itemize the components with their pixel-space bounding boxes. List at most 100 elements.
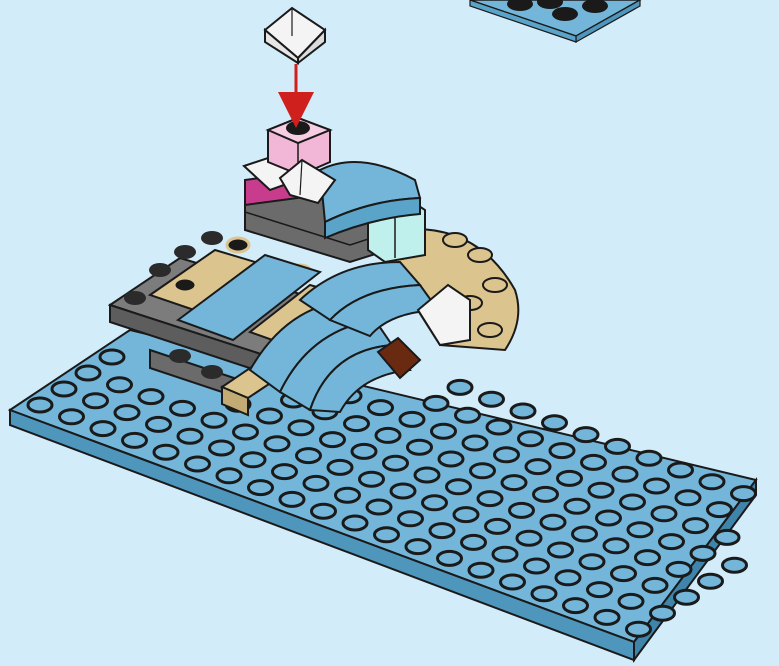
baseplate-stud bbox=[517, 531, 541, 545]
baseplate-stud bbox=[249, 481, 273, 495]
baseplate-stud bbox=[60, 410, 84, 424]
baseplate-stud bbox=[627, 622, 651, 636]
baseplate-stud bbox=[487, 420, 511, 434]
baseplate-stud bbox=[304, 476, 328, 490]
baseplate-stud bbox=[469, 563, 493, 577]
baseplate-stud bbox=[391, 484, 415, 498]
baseplate-stud bbox=[543, 416, 567, 430]
baseplate-stud bbox=[525, 559, 549, 573]
baseplate-stud bbox=[360, 472, 384, 486]
baseplate-stud bbox=[636, 551, 660, 565]
baseplate-stud bbox=[115, 406, 139, 420]
baseplate-stud bbox=[595, 610, 619, 624]
baseplate-stud bbox=[139, 390, 163, 404]
baseplate-stud bbox=[628, 523, 652, 537]
baseplate-stud bbox=[669, 463, 693, 477]
baseplate-stud bbox=[454, 508, 478, 522]
baseplate-stud bbox=[684, 519, 708, 533]
baseplate-stud bbox=[589, 483, 613, 497]
baseplate-stud bbox=[732, 487, 756, 501]
baseplate-stud bbox=[424, 396, 448, 410]
baseplate-stud bbox=[597, 511, 621, 525]
baseplate-stud bbox=[171, 401, 195, 415]
baseplate-stud bbox=[652, 507, 676, 521]
baseplate-stud bbox=[369, 401, 393, 415]
baseplate-stud bbox=[438, 551, 462, 565]
baseplate-stud bbox=[328, 460, 352, 474]
baseplate-stud bbox=[76, 366, 100, 380]
baseplate-stud bbox=[210, 441, 234, 455]
baseplate-stud bbox=[408, 440, 432, 454]
baseplate-stud bbox=[699, 574, 723, 588]
baseplate-stud bbox=[675, 590, 699, 604]
baseplate-stud bbox=[676, 491, 700, 505]
baseplate-stud bbox=[723, 558, 747, 572]
baseplate-stud bbox=[154, 445, 178, 459]
baseplate-stud bbox=[343, 516, 367, 530]
baseplate-stud bbox=[312, 504, 336, 518]
baseplate-stud bbox=[384, 456, 408, 470]
clear-slope-brick-icon bbox=[265, 8, 325, 63]
baseplate-stud bbox=[430, 524, 454, 538]
baseplate-stud bbox=[700, 475, 724, 489]
baseplate bbox=[10, 330, 756, 660]
baseplate-stud bbox=[564, 599, 588, 613]
baseplate-stud bbox=[108, 378, 132, 392]
baseplate-stud bbox=[565, 499, 589, 513]
baseplate-stud bbox=[456, 408, 480, 422]
previous-step-baseplate-corner bbox=[470, 0, 640, 42]
baseplate-stud bbox=[715, 530, 739, 544]
baseplate-stud bbox=[399, 512, 423, 526]
baseplate-stud bbox=[532, 587, 556, 601]
baseplate-stud bbox=[448, 380, 472, 394]
baseplate-stud bbox=[352, 444, 376, 458]
baseplate-stud bbox=[556, 571, 580, 585]
baseplate-stud bbox=[651, 606, 675, 620]
baseplate-stud bbox=[493, 547, 517, 561]
baseplate-stud bbox=[486, 519, 510, 533]
baseplate-stud bbox=[621, 495, 645, 509]
baseplate-stud bbox=[336, 488, 360, 502]
baseplate-stud bbox=[28, 398, 52, 412]
baseplate-stud bbox=[613, 467, 637, 481]
baseplate-stud bbox=[462, 535, 486, 549]
baseplate-stud bbox=[580, 555, 604, 569]
baseplate-stud bbox=[495, 448, 519, 462]
baseplate-stud bbox=[375, 528, 399, 542]
baseplate-stud bbox=[84, 394, 108, 408]
baseplate-stud bbox=[345, 417, 369, 431]
baseplate-stud bbox=[432, 424, 456, 438]
baseplate-stud bbox=[510, 503, 534, 517]
baseplate-stud bbox=[321, 433, 345, 447]
baseplate-stud bbox=[423, 496, 447, 510]
baseplate-stud bbox=[471, 464, 495, 478]
baseplate-stud bbox=[178, 429, 202, 443]
baseplate-stud bbox=[297, 449, 321, 463]
baseplate-stud bbox=[100, 350, 124, 364]
baseplate-stud bbox=[637, 451, 661, 465]
baseplate-stud bbox=[612, 567, 636, 581]
baseplate-stud bbox=[186, 457, 210, 471]
baseplate-stud bbox=[526, 460, 550, 474]
baseplate-stud bbox=[400, 412, 424, 426]
baseplate-stud bbox=[123, 433, 147, 447]
baseplate-stud bbox=[574, 428, 598, 442]
baseplate-stud bbox=[643, 578, 667, 592]
baseplate-stud bbox=[439, 452, 463, 466]
baseplate-stud bbox=[588, 583, 612, 597]
baseplate-stud bbox=[273, 465, 297, 479]
baseplate-stud bbox=[558, 471, 582, 485]
baseplate-stud bbox=[550, 444, 574, 458]
baseplate-stud bbox=[511, 404, 535, 418]
baseplate-stud bbox=[258, 409, 282, 423]
baseplate-stud bbox=[604, 539, 628, 553]
baseplate-stud bbox=[691, 546, 715, 560]
baseplate-stud bbox=[52, 382, 76, 396]
baseplate-stud bbox=[234, 425, 258, 439]
baseplate-stud bbox=[91, 422, 115, 436]
baseplate-stud bbox=[415, 468, 439, 482]
baseplate-stud bbox=[660, 535, 684, 549]
baseplate-stud bbox=[519, 432, 543, 446]
baseplate-stud bbox=[463, 436, 487, 450]
